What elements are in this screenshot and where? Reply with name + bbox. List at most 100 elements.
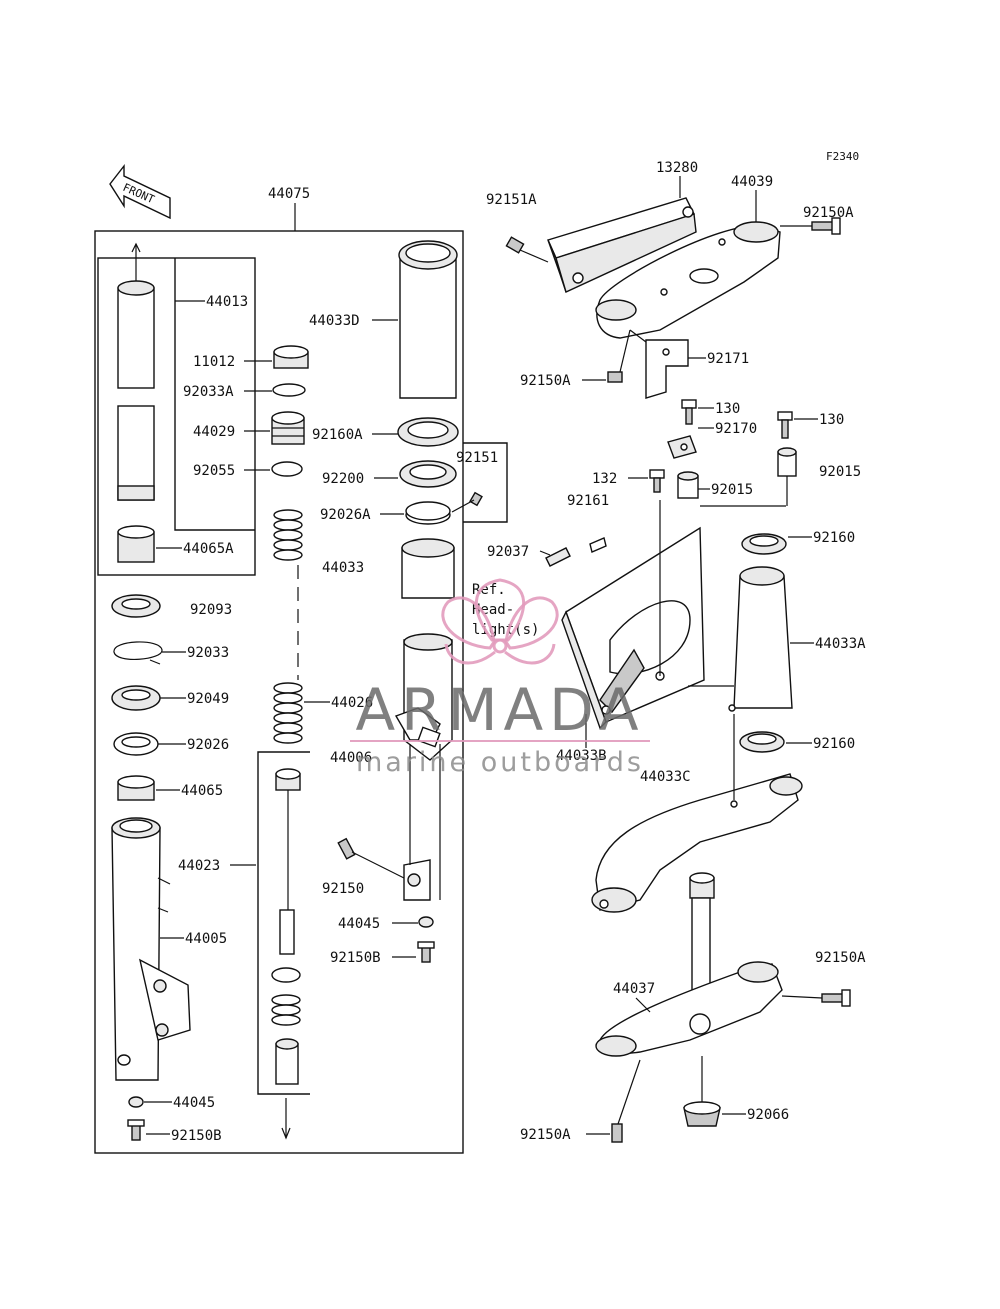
- steering-stem: [595, 872, 783, 1057]
- callout-44045-left: 44045: [173, 1095, 215, 1111]
- fork-cover: [401, 538, 455, 599]
- callout-92161: 92161: [567, 493, 609, 509]
- callout-92150B-mid: 92150B: [330, 950, 381, 966]
- watermark: ARMADA marine outboards: [350, 578, 650, 778]
- callout-44075: 44075: [268, 186, 310, 202]
- wiring-bracket: [629, 329, 689, 399]
- seat-92160-top: [741, 533, 787, 555]
- stem-nut: [683, 1056, 721, 1127]
- top-bracket: [595, 221, 781, 339]
- reflector-bolt: [337, 837, 405, 879]
- steering-cover-plate: [591, 714, 803, 913]
- washer-ring: [113, 732, 159, 756]
- callout-92033A: 92033A: [183, 384, 234, 400]
- callout-92015-b: 92015: [819, 464, 861, 480]
- callout-44033: 44033: [322, 560, 364, 576]
- callout-92150B-left: 92150B: [171, 1128, 222, 1144]
- collar-92015-a: [677, 471, 699, 499]
- callout-92150A-top: 92150A: [803, 205, 854, 221]
- callout-92150A-mid: 92150A: [520, 373, 571, 389]
- callout-44033B: 44033B: [556, 748, 607, 764]
- seat-92160-bottom: [739, 731, 785, 753]
- callout-92015-a: 92015: [711, 482, 753, 498]
- cover-rubber-seat: [397, 417, 459, 447]
- bolt-130-b: [777, 411, 793, 439]
- watermark-tagline: marine outboards: [356, 747, 644, 778]
- drain-bolt: [127, 1119, 145, 1141]
- bolt-92150A-bottom: [611, 1059, 641, 1143]
- outer-tube-bushing: [117, 775, 155, 801]
- callout-92151: 92151: [456, 450, 498, 466]
- callout-92150A-right: 92150A: [815, 950, 866, 966]
- callout-92150: 92150: [322, 881, 364, 897]
- washer-92200: [399, 460, 457, 488]
- fork-spring: [273, 509, 303, 744]
- callout-130-a: 130: [715, 401, 740, 417]
- propeller-flower-logo: [441, 578, 559, 665]
- callout-92026: 92026: [187, 737, 229, 753]
- headlight-bracket: [561, 500, 786, 730]
- callout-44005: 44005: [185, 931, 227, 947]
- callout-92066: 92066: [747, 1107, 789, 1123]
- bolt-92150A-mid: [607, 329, 631, 383]
- callout-44037: 44037: [613, 981, 655, 997]
- callout-92033: 92033: [187, 645, 229, 661]
- gasket-washer: [128, 1096, 144, 1108]
- callout-44033D: 44033D: [309, 313, 360, 329]
- oil-seal: [111, 685, 161, 711]
- watermark-brand: ARMADA: [355, 676, 644, 744]
- fork-inner-tube: [117, 242, 155, 501]
- circlip-ring: [272, 383, 306, 397]
- steering-damper-bracket: [547, 197, 697, 293]
- callout-132: 132: [592, 471, 617, 487]
- callout-44026: 44026: [331, 695, 373, 711]
- callout-92151A: 92151A: [486, 192, 537, 208]
- callout-11012: 11012: [193, 354, 235, 370]
- callout-44033C: 44033C: [640, 769, 691, 785]
- bolt-92150A-top: [780, 217, 841, 235]
- collar-92015-b: [777, 447, 797, 506]
- fork-outer-tube: [111, 817, 191, 1081]
- bolt-130-a: [681, 399, 697, 425]
- adjuster-bolt: [271, 411, 305, 445]
- retaining-clip: [113, 641, 163, 665]
- front-direction-arrow: FRONT: [109, 163, 171, 220]
- fork-cover-lower: [394, 633, 453, 901]
- fork-cover-upper: [398, 240, 458, 399]
- callout-44045-mid: 44045: [338, 916, 380, 932]
- fork-cap: [273, 345, 309, 369]
- callout-44006: 44006: [330, 750, 372, 766]
- ref-note-line1: Ref.: [472, 582, 506, 598]
- callout-44039: 44039: [731, 174, 773, 190]
- callout-92055: 92055: [193, 463, 235, 479]
- damper-rod: [271, 768, 301, 1085]
- callout-92049: 92049: [187, 691, 229, 707]
- figure-code: F2340: [826, 150, 859, 163]
- bolt-92151A: [505, 236, 549, 263]
- fork-slide-bushing: [117, 525, 155, 563]
- grommet-92037: [545, 537, 607, 567]
- callout-92160A: 92160A: [312, 427, 363, 443]
- callout-92160-top: 92160: [813, 530, 855, 546]
- fork-assembly-frame: [94, 203, 464, 1154]
- clamp-band: [405, 491, 483, 525]
- callout-92037: 92037: [487, 544, 529, 560]
- callout-92171: 92171: [707, 351, 749, 367]
- gasket-washer-mid: [418, 916, 434, 928]
- damper-rod-group-frame: [257, 751, 310, 1140]
- clamp-92170: [667, 435, 697, 459]
- bolt-132: [649, 469, 665, 493]
- bolt-92150A-right: [781, 989, 851, 1007]
- callout-130-b: 130: [819, 412, 844, 428]
- callout-13280: 13280: [656, 160, 698, 176]
- callout-92200: 92200: [322, 471, 364, 487]
- callout-92026A: 92026A: [320, 507, 371, 523]
- callout-92170: 92170: [715, 421, 757, 437]
- callout-92150A-bottom: 92150A: [520, 1127, 571, 1143]
- cover-bolt: [417, 941, 435, 963]
- callout-44023: 44023: [178, 858, 220, 874]
- o-ring: [271, 461, 303, 477]
- fork-cover-right: [688, 566, 793, 712]
- callout-44065: 44065: [181, 783, 223, 799]
